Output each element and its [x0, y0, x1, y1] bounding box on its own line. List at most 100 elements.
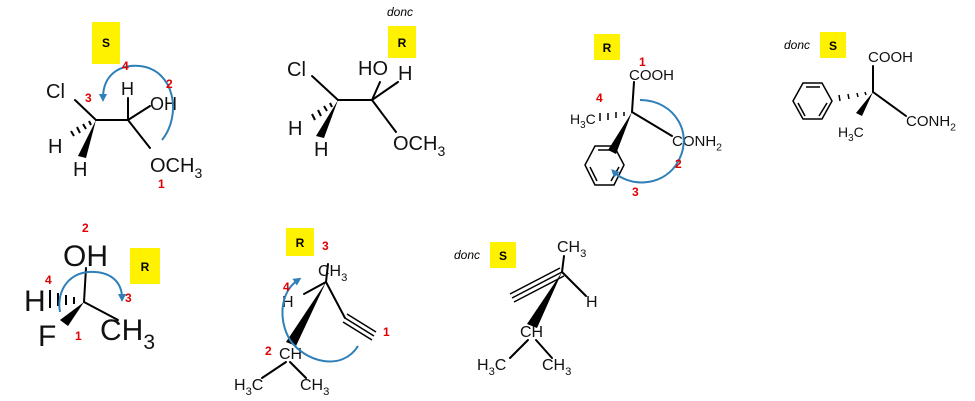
- phenyl-ring: [792, 82, 833, 120]
- config-badge-label: S: [829, 39, 837, 53]
- bond: [371, 81, 381, 101]
- bond: [83, 301, 119, 321]
- config-badge: [286, 228, 314, 256]
- atom-h: H: [314, 139, 328, 161]
- molecule-7: donc S CH3 H CH H3C CH3: [454, 239, 598, 378]
- phenyl-ring: [584, 145, 625, 186]
- priority-number: 2: [675, 157, 682, 171]
- atom-ch: CH: [279, 346, 302, 363]
- bond: [371, 99, 397, 133]
- priority-number: 3: [125, 291, 132, 305]
- bond: [74, 99, 97, 121]
- atom-och3: OCH3: [393, 133, 445, 159]
- molecule-3: R COOH H3C CONH2 1 4 2 3: [570, 34, 722, 199]
- atom-ho: HO: [358, 58, 388, 80]
- donc-label: donc: [387, 5, 413, 19]
- priority-number: 1: [639, 55, 646, 69]
- priority-number: 4: [596, 91, 603, 105]
- config-badge-label: R: [141, 260, 150, 274]
- rotation-arrow: [281, 277, 359, 363]
- priority-number: 3: [632, 185, 639, 199]
- bond: [325, 263, 329, 283]
- bond: [561, 271, 587, 297]
- config-badge: [388, 26, 416, 58]
- wedge-bond: [316, 100, 338, 138]
- priority-number: 4: [122, 59, 129, 73]
- wedge-bond: [60, 302, 84, 326]
- molecule-1: S Cl H OH H H OCH3 4 2 3 1: [46, 22, 202, 191]
- molecule-5: R OH H F CH3 2 4 3 1: [24, 221, 160, 354]
- atom-ch3: CH3: [542, 357, 571, 378]
- bond: [83, 267, 87, 303]
- atom-oh: OH: [150, 94, 177, 114]
- atom-ch3: CH3: [100, 314, 155, 354]
- rotation-arrow: [58, 270, 126, 313]
- priority-number: 1: [75, 329, 82, 343]
- wedge-bond: [856, 92, 873, 116]
- priority-number: 4: [45, 273, 52, 287]
- atom-f: F: [38, 320, 56, 353]
- atom-h3c: H3C: [234, 377, 263, 398]
- molecule-2: donc R Cl HO H H H OCH3: [287, 5, 445, 161]
- wedge-bond: [527, 272, 562, 328]
- config-badge: [820, 32, 846, 58]
- bond: [325, 281, 346, 319]
- bond: [561, 255, 565, 273]
- hashed-bond: [838, 91, 867, 102]
- priority-number: 2: [82, 221, 89, 235]
- config-badge-label: R: [296, 236, 305, 250]
- config-badge: [92, 22, 120, 64]
- bond: [127, 105, 151, 121]
- bond: [127, 119, 151, 149]
- priority-number: 2: [265, 344, 272, 358]
- atom-conh2: CONH2: [672, 133, 722, 154]
- wedge-bond: [608, 112, 632, 154]
- config-badge: [130, 248, 160, 284]
- atom-ch3: CH3: [557, 239, 586, 260]
- wedge-bond: [78, 120, 96, 158]
- bond: [631, 81, 635, 113]
- bond: [289, 361, 307, 379]
- molecule-6: R CH3 H CH H3C CH3 3 4 2 1: [234, 228, 390, 398]
- config-badge-label: S: [499, 249, 507, 263]
- config-badge: [490, 242, 516, 268]
- atom-oh: OH: [63, 240, 108, 273]
- triple-bond: [342, 313, 377, 341]
- molecule-4: donc S COOH CONH2 H3C: [784, 32, 956, 144]
- priority-number: 3: [85, 91, 92, 105]
- atom-h: H: [282, 294, 294, 311]
- bond: [509, 339, 529, 359]
- atom-och3: OCH3: [150, 155, 202, 181]
- priority-number: 1: [383, 325, 390, 339]
- config-badge-label: S: [102, 36, 110, 50]
- bond: [872, 91, 907, 117]
- atom-h: H: [398, 63, 412, 85]
- donc-label: donc: [454, 248, 480, 262]
- atom-cooh: COOH: [629, 67, 674, 84]
- hashed-bond: [49, 290, 75, 308]
- hashed-bond: [311, 102, 333, 121]
- atom-ch3: CH3: [318, 263, 347, 284]
- atom-cl: Cl: [287, 59, 306, 81]
- config-badge: [594, 34, 620, 60]
- atom-h: H: [288, 118, 302, 140]
- bond: [535, 339, 553, 359]
- atom-ch: CH: [520, 324, 543, 341]
- config-badge-label: R: [398, 36, 407, 50]
- wedge-bond: [286, 282, 326, 346]
- bond: [261, 361, 287, 379]
- hashed-bond: [70, 120, 92, 137]
- priority-number: 3: [322, 239, 329, 253]
- bond: [631, 111, 673, 137]
- atom-h: H: [24, 285, 46, 318]
- atom-ch3: CH3: [300, 377, 329, 398]
- atom-cooh: COOH: [868, 49, 913, 66]
- priority-number: 2: [166, 77, 173, 91]
- priority-number: 4: [283, 280, 290, 294]
- atom-h: H: [73, 159, 87, 181]
- rotation-arrow: [611, 99, 685, 184]
- config-badge-label: R: [603, 41, 612, 55]
- bond: [371, 81, 399, 101]
- triple-bond: [509, 267, 565, 303]
